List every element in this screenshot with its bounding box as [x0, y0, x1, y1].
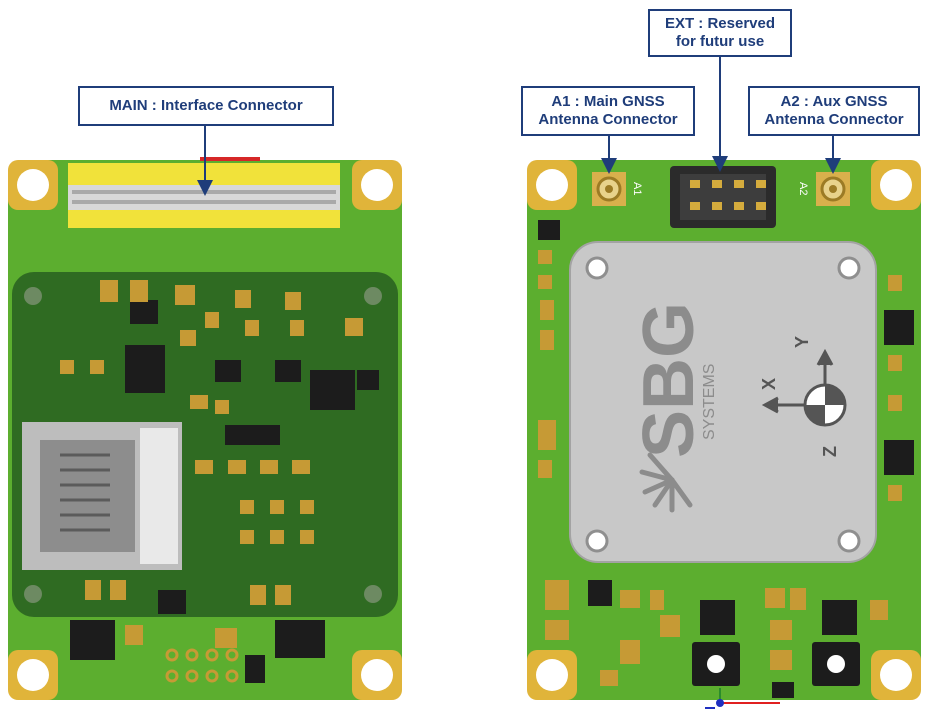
right-ics — [538, 220, 914, 698]
left-test-pads — [165, 648, 239, 683]
main-connector-callout: MAIN : Interface Connector — [78, 86, 334, 126]
a1-silkscreen: A1 — [631, 182, 643, 195]
sd-card-slot — [22, 422, 182, 570]
left-ics — [70, 300, 379, 683]
brand-logo-icon — [639, 452, 693, 513]
ext-connector — [670, 166, 776, 228]
left-mounting-pads — [8, 160, 402, 700]
a1-label-line2: Antenna Connector — [538, 111, 678, 128]
a2-label-line1: A2 : Aux GNSS — [780, 93, 888, 110]
ext-label-line2: for futur use — [675, 33, 765, 50]
a1-antenna-callout: A1 : Main GNSS Antenna Connector — [521, 86, 695, 136]
a2-silkscreen: A2 — [797, 182, 809, 195]
imu-enclosure: SBG SYSTEMS Y X — [569, 241, 877, 563]
a2-label-line2: Antenna Connector — [764, 111, 904, 128]
main-connector-label: MAIN : Interface Connector — [109, 97, 303, 114]
right-ic-marks — [707, 655, 845, 673]
ext-label-line1: EXT : Reserved — [664, 15, 776, 32]
right-board: A1 A2 SBG SYSTEMS — [527, 160, 921, 709]
a2-antenna-connector — [816, 172, 850, 206]
x-axis-label: X — [759, 378, 779, 390]
right-mounting-pads — [527, 160, 921, 700]
left-passives — [60, 280, 363, 648]
z-axis-label: Z — [820, 446, 840, 457]
brand-logo-subtitle: SYSTEMS — [701, 364, 718, 440]
callout-leaders — [197, 56, 841, 196]
a1-antenna-connector — [592, 172, 626, 206]
right-passives — [538, 250, 902, 686]
z-axis-target-icon — [803, 383, 847, 427]
origin-marker-icon — [705, 688, 780, 709]
a2-antenna-callout: A2 : Aux GNSS Antenna Connector — [748, 86, 920, 136]
y-axis-label: Y — [792, 336, 812, 348]
left-board — [8, 157, 402, 700]
a1-label-line1: A1 : Main GNSS — [551, 93, 665, 110]
brand-logo-text: SBG — [629, 302, 709, 458]
ext-connector-callout: EXT : Reserved for futur use — [648, 9, 792, 57]
